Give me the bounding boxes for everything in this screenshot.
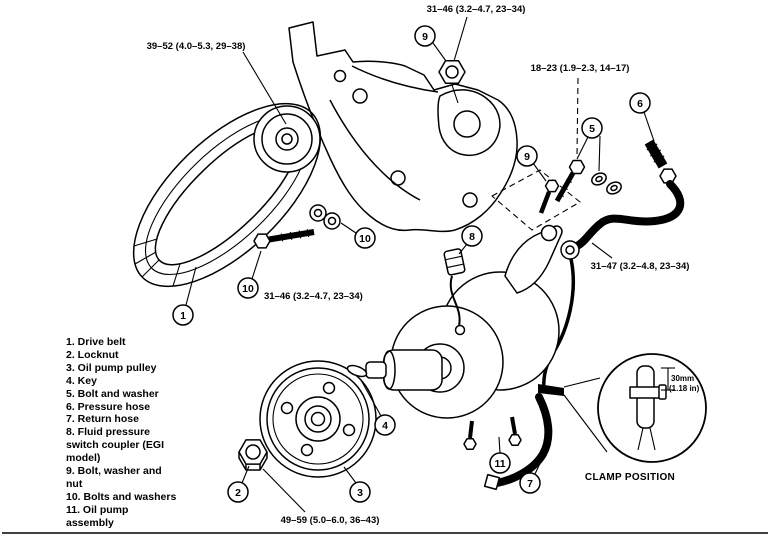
parts-list-item: 2. Locknut (66, 348, 119, 361)
bolts-washers-right-drawing (491, 159, 622, 231)
top-nut-drawing (438, 59, 466, 104)
torque-spec-pulley-locknut: 49–59 (5.0–6.0, 36–43) (281, 515, 380, 526)
switch-coupler-drawing (443, 248, 466, 336)
washers-drawing (309, 204, 341, 230)
parts-list-item: 9. Bolt, washer and nut (66, 465, 162, 490)
callout-number: 5 (589, 123, 595, 135)
parts-list-item: 6. Pressure hose (66, 400, 151, 413)
torque-labels: 39–52 (4.0–5.3, 29–38) 31–46 (3.2–4.7, 2… (147, 4, 690, 526)
callout-number: 3 (357, 487, 363, 499)
callout-number: 6 (637, 98, 643, 110)
locknut-drawing (238, 439, 268, 471)
parts-list-item: 10. Bolts and washers (66, 490, 177, 503)
callout-drive-belt: 1 (172, 304, 194, 326)
clamp-dimension-in: (1.18 in) (669, 384, 700, 393)
parts-list-item: 4. Key (66, 374, 97, 387)
callout-switch-coupler: 8 (461, 225, 483, 247)
callout-number: 10 (359, 233, 371, 245)
parts-list-item: 11. Oil pump assembly (66, 503, 129, 529)
callout-oil-pump-pulley: 3 (349, 481, 371, 503)
torque-spec-pulley-bolt: 39–52 (4.0–5.3, 29–38) (147, 41, 246, 52)
callout-number: 2 (235, 487, 241, 499)
parts-list-item: 5. Bolt and washer (66, 387, 159, 400)
oil-pump-assembly-drawing (365, 224, 563, 450)
callouts: 1 2 3 4 5 6 7 (172, 25, 651, 503)
bolt-drawing (253, 229, 315, 249)
callout-key: 4 (374, 414, 396, 436)
callout-bolt-washer-nut-top: 9 (414, 25, 436, 47)
torque-spec-mount-bolts: 31–46 (3.2–4.7, 23–34) (264, 291, 363, 302)
upper-pulley-drawing (253, 105, 321, 173)
torque-spec-bracket-nut: 31–46 (3.2–4.7, 23–34) (427, 4, 526, 15)
callout-washers-upper: 10 (354, 227, 376, 249)
callout-number: 4 (382, 420, 388, 432)
clamp-position-caption: CLAMP POSITION (585, 472, 675, 483)
return-hose-drawing (483, 384, 564, 491)
callout-bolt-washer-nut-mid: 9 (516, 145, 538, 167)
callout-number: 7 (527, 478, 533, 490)
clamp-detail-view: 30mm (1.18 in) CLAMP POSITION (563, 353, 707, 483)
parts-list-item: 3. Oil pump pulley (66, 361, 157, 374)
callout-return-hose: 7 (519, 472, 541, 494)
callout-number: 9 (422, 31, 428, 43)
torque-spec-pressure-line: 31–47 (3.2–4.8, 23–34) (591, 261, 690, 272)
callout-number: 9 (524, 151, 530, 163)
oil-pump-pulley-drawing (259, 360, 377, 478)
callout-number: 8 (469, 231, 475, 243)
callout-number: 11 (494, 458, 505, 470)
parts-list-item: 7. Return hose (66, 413, 139, 426)
parts-list-item: 1. Drive belt (66, 336, 126, 348)
leader-lines (185, 16, 655, 513)
parts-list: 1. Drive belt 2. Locknut 3. Oil pump pul… (66, 336, 179, 530)
callout-pressure-hose: 6 (629, 92, 651, 114)
clamp-dimension-mm: 30mm (671, 374, 694, 383)
callout-bolts-lower: 10 (237, 277, 259, 299)
callout-bolt-and-washer: 5 (581, 117, 603, 139)
callout-pump-assembly: 11 (489, 452, 511, 474)
callout-number: 1 (180, 310, 186, 322)
callout-number: 10 (242, 283, 254, 295)
key-drawing (346, 364, 368, 378)
callout-locknut: 2 (227, 481, 249, 503)
parts-list-item: 8. Fluid pressure switch coupler (EGI mo… (66, 426, 165, 465)
mounting-bracket-drawing (288, 21, 518, 233)
torque-spec-pump-bracket-bolts: 18–23 (1.9–2.3, 14–17) (531, 63, 630, 74)
